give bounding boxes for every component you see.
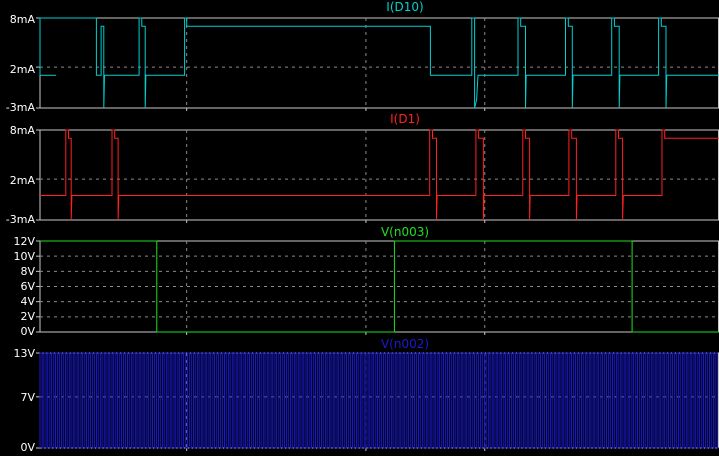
y-tick-label: 7V (20, 391, 35, 404)
y-tick-label: -3mA (6, 101, 36, 114)
trace-title-v-n003[interactable]: V(n003) (381, 225, 429, 239)
y-tick-label: 13V (13, 347, 35, 360)
trace-line[interactable] (39, 17, 719, 109)
y-tick-label: 6V (20, 280, 35, 293)
y-tick-label: 12V (13, 235, 35, 248)
y-tick-label: 2mA (10, 174, 36, 187)
y-tick-label: 8mA (10, 124, 36, 137)
trace-line[interactable] (40, 129, 719, 221)
trace-line[interactable] (40, 240, 719, 333)
y-tick-label: 0V (20, 325, 35, 338)
y-tick-label: 2mA (10, 63, 36, 76)
y-tick-label: 2V (20, 310, 35, 323)
y-tick-label: 8V (20, 265, 35, 278)
y-tick-label: 4V (20, 295, 35, 308)
y-tick-label: 8mA (10, 13, 36, 26)
y-tick-label: 0V (20, 441, 35, 454)
pane-v-n002[interactable]: V(n002) 13V 7V 0V (13, 337, 719, 454)
trace-pwm[interactable] (39, 352, 719, 449)
trace-title-i-d10[interactable]: I(D10) (386, 0, 423, 14)
trace-title-v-n002[interactable]: V(n002) (381, 337, 429, 351)
pane-i-d10[interactable]: I(D10) 8mA 2mA -3mA (6, 0, 719, 114)
trace-title-i-d1[interactable]: I(D1) (390, 112, 420, 126)
y-tick-label: 10V (13, 250, 35, 263)
y-tick-label: -3mA (6, 213, 36, 226)
pane-v-n003[interactable]: V(n003) 12V 10V 8V 6V 4V 2V 0V (13, 225, 719, 338)
